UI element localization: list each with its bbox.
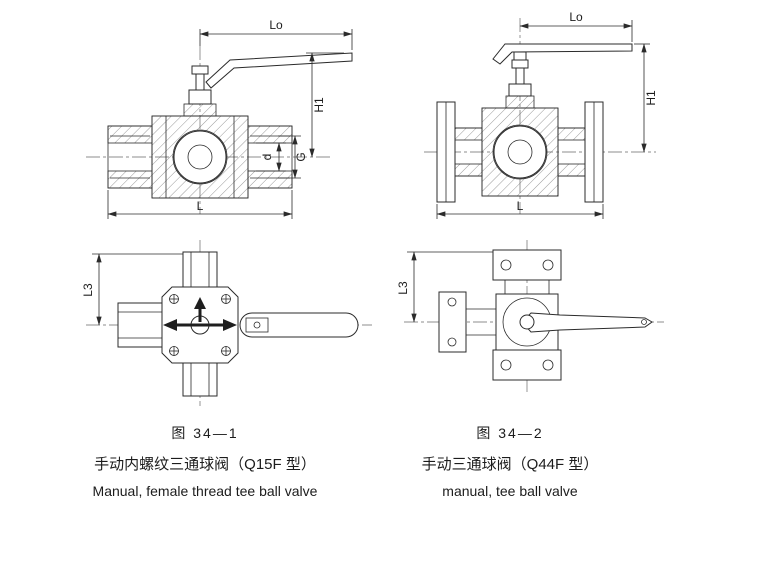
dim-label-lo: Lo: [269, 18, 283, 32]
fig1-left-port-top: [117, 302, 163, 348]
fig1-body: [151, 115, 249, 199]
fig1-left-port: [107, 125, 153, 189]
figure2-caption-en: manual, tee ball valve: [442, 483, 578, 499]
fig1-dim-lo: Lo: [199, 18, 353, 50]
figure2-caption: 图 34—2 手动三通球阀（Q44F 型） manual, tee ball v…: [365, 423, 655, 499]
fig2-left-flange: [436, 101, 456, 203]
fig1-dim-g: G: [278, 135, 308, 179]
fig2-ball: [493, 125, 547, 179]
fig1-ball: [173, 130, 227, 184]
fig2-handle-top: [519, 312, 653, 333]
fig2-stem-assembly: [505, 59, 535, 109]
figure1-caption: 图 34—1 手动内螺纹三通球阀（Q15F 型） Manual, female …: [60, 423, 350, 499]
figure1-caption-cn: 手动内螺纹三通球阀（Q15F 型）: [94, 456, 316, 473]
fig2-left-flange-top: [438, 291, 496, 353]
fig2-dim-h1: H1: [634, 43, 658, 153]
fig2-right-neck: [557, 127, 586, 177]
fig1-bottom-port: [182, 362, 218, 397]
fig2-bottom-flange: [492, 349, 562, 381]
fig2-top-view: L3: [396, 240, 664, 394]
dim-label-h1: H1: [644, 90, 658, 106]
fig1-top-view: L3: [81, 240, 372, 406]
dim-label-h1: H1: [312, 97, 326, 113]
figure2-caption-cn: 手动三通球阀（Q44F 型）: [421, 456, 599, 473]
fig2-top-flange: [492, 249, 562, 294]
fig1-dim-h1: H1: [306, 52, 344, 158]
fig2-dim-l: L: [436, 199, 604, 219]
figure1-number: 图 34—1: [171, 425, 239, 441]
fig2-handle: [492, 43, 633, 65]
dim-label-l: L: [517, 199, 524, 213]
dim-label-d: d: [260, 154, 274, 161]
fig2-right-flange: [584, 101, 604, 203]
fig2-side-view: Lo H1 L: [424, 10, 658, 219]
fig1-dim-l3: L3: [81, 253, 183, 326]
fig2-dim-l3: L3: [396, 251, 493, 323]
fig2-dim-lo: Lo: [519, 10, 633, 42]
fig1-flow-arrows: [163, 297, 237, 335]
figure1-caption-en: Manual, female thread tee ball valve: [92, 483, 318, 499]
figure2-number: 图 34—2: [476, 425, 544, 441]
fig1-dim-l: L: [107, 190, 293, 219]
fig1-side-view: Lo H1 d G L: [86, 18, 353, 219]
dim-label-g: G: [294, 152, 308, 161]
fig1-stem-assembly: [183, 65, 217, 117]
dim-label-l3: L3: [396, 281, 410, 295]
dim-label-l3: L3: [81, 283, 95, 297]
fig1-handle-top: [239, 312, 359, 338]
fig1-top-port: [182, 251, 218, 288]
dim-label-l: L: [197, 199, 204, 213]
dim-label-lo: Lo: [569, 10, 583, 24]
fig1-dim-d: d: [256, 142, 286, 172]
fig2-left-neck: [454, 127, 483, 177]
fig1-handle: [205, 52, 353, 89]
